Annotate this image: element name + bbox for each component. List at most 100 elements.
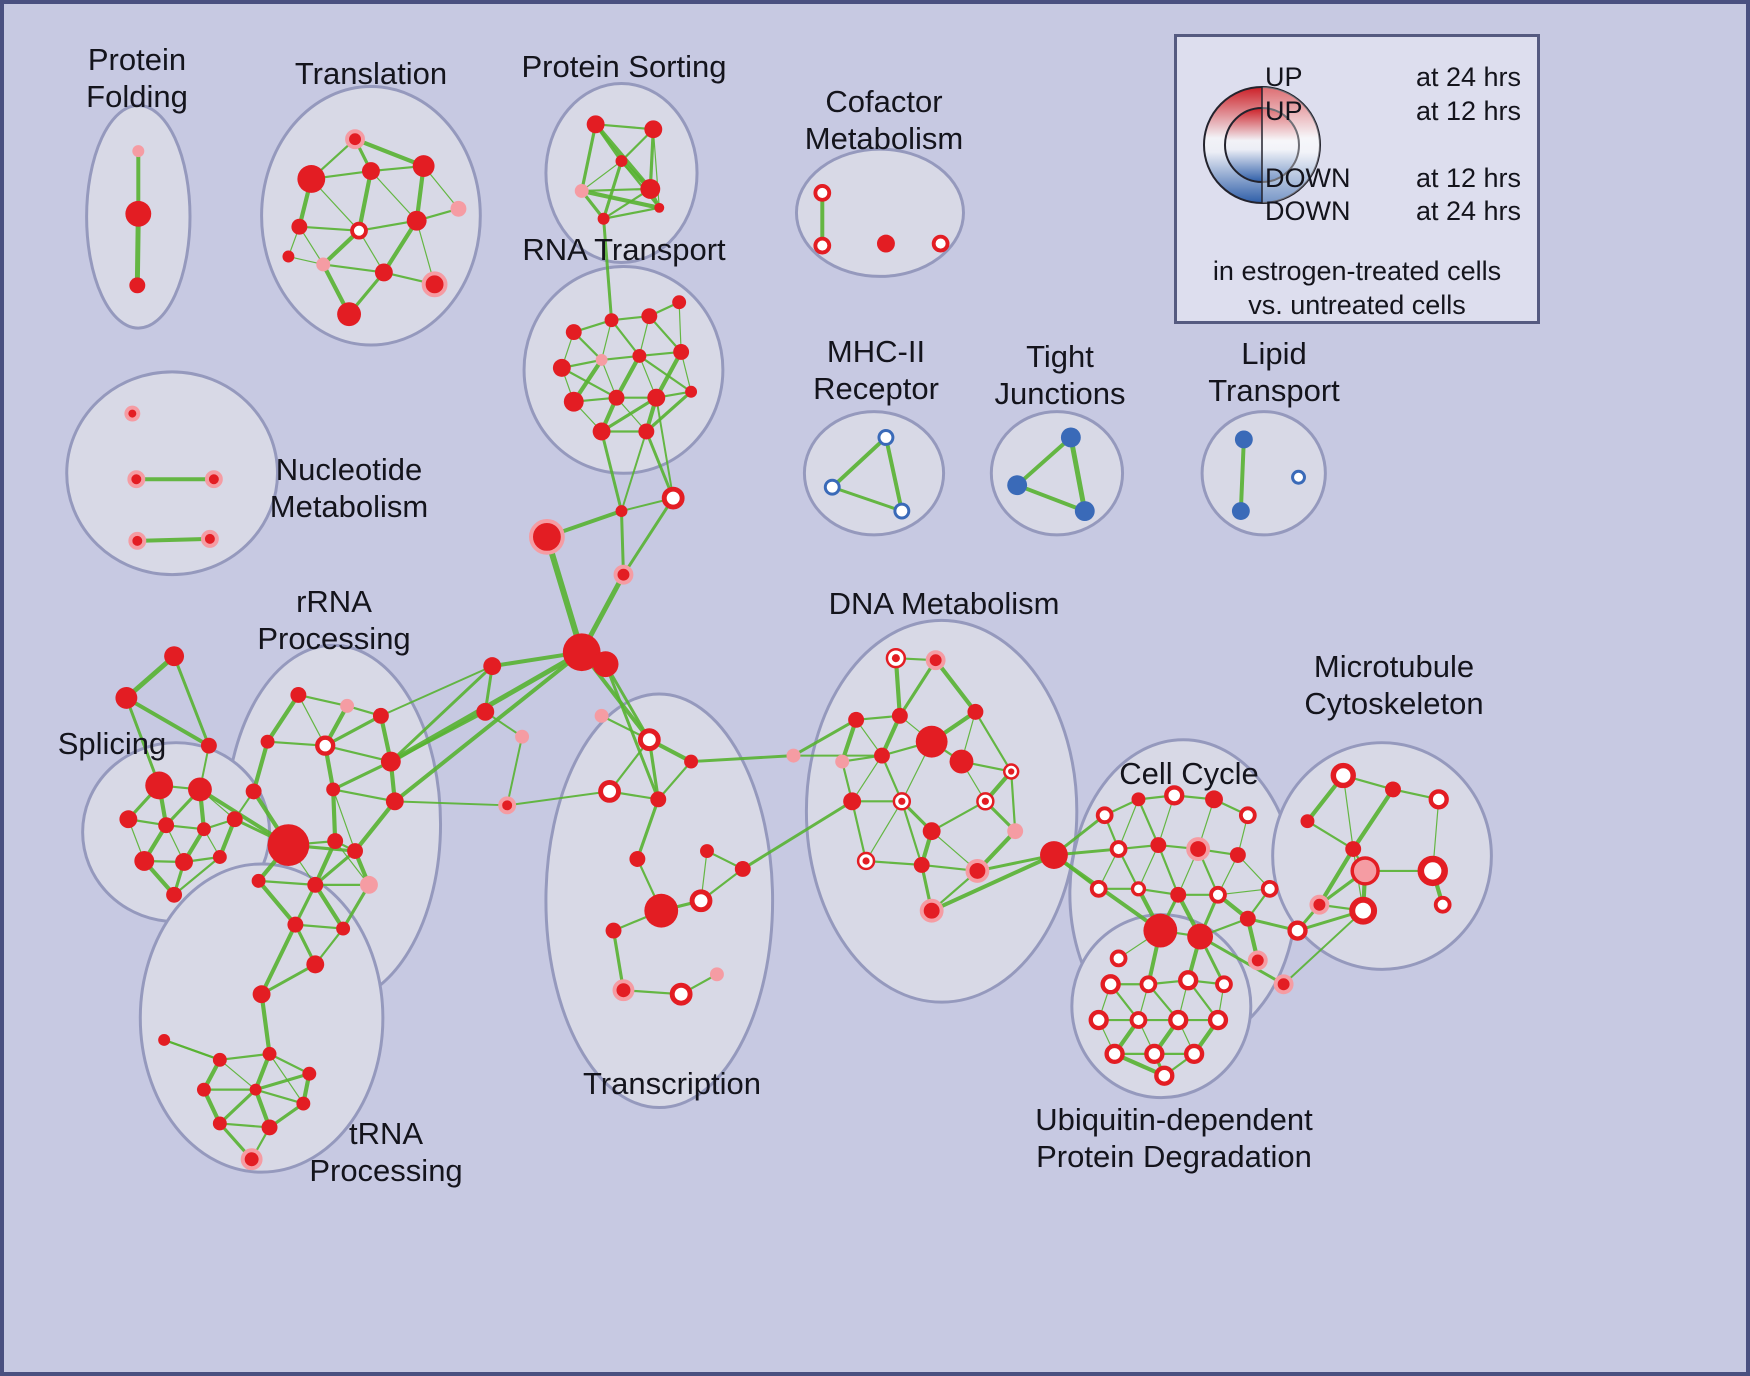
network-node-h4 [562, 633, 601, 672]
network-node-dot-d0 [891, 654, 900, 663]
network-node-cc6 [1109, 840, 1128, 858]
network-edge [648, 127, 655, 191]
network-node-r0 [565, 324, 582, 341]
network-node-cc1 [1095, 806, 1114, 825]
network-edge [610, 319, 641, 358]
network-edge [352, 799, 397, 854]
network-node-sp9 [166, 886, 183, 903]
network-node-mt0 [1330, 762, 1356, 789]
network-edge [297, 693, 349, 707]
network-edge [259, 922, 298, 997]
network-node-nm0 [124, 405, 141, 422]
network-node-r12 [592, 422, 611, 441]
network-node-u5 [1129, 1011, 1148, 1029]
network-node-sp7 [175, 853, 193, 871]
network-node-u7 [1207, 1009, 1229, 1031]
network-edge [678, 301, 682, 353]
cluster-ellipse-nucleotide [65, 370, 279, 577]
network-node-r4 [552, 358, 571, 377]
network-node-lp2 [1291, 469, 1306, 485]
network-node-d5 [835, 754, 850, 769]
network-edge [254, 1072, 311, 1092]
network-node-t9 [374, 263, 393, 282]
legend-row-down-12: DOWN at 12 hrs [1265, 163, 1521, 194]
network-node-h6 [483, 657, 502, 676]
legend-row-up-24: UP at 24 hrs [1265, 62, 1521, 93]
network-edge [830, 485, 904, 513]
network-node-r13 [638, 423, 655, 440]
network-edge [602, 217, 614, 322]
network-node-pf0 [132, 145, 145, 158]
network-edge [1137, 798, 1160, 847]
network-edge [218, 1052, 271, 1061]
network-edge [334, 840, 370, 886]
legend-row-up-12: UP at 12 hrs [1265, 96, 1521, 127]
network-node-tn3 [262, 1046, 277, 1061]
network-node-sp3 [158, 817, 175, 834]
network-node-t2 [362, 162, 380, 180]
network-edge [268, 1052, 311, 1075]
network-edge [602, 206, 661, 220]
network-node-ps3 [640, 178, 661, 199]
network-edge [883, 435, 904, 514]
network-node-d1 [925, 650, 946, 671]
network-edge [124, 696, 161, 787]
network-node-cc2 [1131, 792, 1146, 807]
network-edge [254, 1088, 305, 1105]
network-node-cc10 [1089, 879, 1108, 898]
network-edge [1198, 935, 1286, 986]
network-node-d8 [949, 749, 974, 774]
network-node-d4 [967, 703, 984, 720]
network-edge [172, 654, 211, 748]
network-node-tx9 [612, 979, 635, 1002]
legend-row-down-24: DOWN at 24 hrs [1265, 196, 1521, 227]
legend-footer-line2: vs. untreated cells [1248, 289, 1466, 320]
network-node-r3 [672, 295, 687, 310]
network-edge [594, 123, 655, 131]
network-node-cc4 [1205, 790, 1223, 809]
network-edge [173, 855, 221, 896]
network-node-d14 [1007, 823, 1024, 840]
network-node-cc18 [1109, 949, 1128, 968]
legend-direction-label: UP [1265, 96, 1303, 126]
network-edge [506, 735, 524, 807]
network-node-cc0 [1040, 841, 1068, 869]
network-node-tn8 [212, 1116, 227, 1131]
network-node-u2 [1178, 970, 1199, 991]
legend-right-half-overlay [1262, 87, 1320, 203]
network-node-rr1 [340, 698, 355, 713]
network-node-nm2 [204, 470, 223, 489]
network-node-mt9 [1433, 895, 1452, 914]
cluster-ellipse-protein-sorting [544, 82, 699, 264]
network-node-m0 [877, 429, 895, 446]
network-edge [1137, 844, 1159, 890]
network-edge [389, 664, 494, 764]
network-node-r2 [641, 308, 658, 325]
network-edge [830, 435, 888, 490]
network-edge [389, 710, 487, 764]
network-node-cf2 [876, 234, 895, 253]
network-edge [135, 536, 212, 543]
network-edge [1306, 820, 1355, 851]
network-node-cc19 [1247, 950, 1268, 971]
network-node-cn0 [786, 748, 801, 763]
network-edge [163, 1038, 221, 1061]
network-edge [381, 218, 419, 275]
network-node-tx3 [650, 791, 667, 808]
network-edge [218, 1088, 258, 1126]
legend-time-label: at 24 hrs [1415, 196, 1521, 226]
network-node-tx7 [605, 922, 622, 939]
network-node-h8 [515, 729, 530, 744]
network-edge [689, 754, 795, 764]
network-edge [657, 760, 693, 801]
network-edge [1317, 846, 1356, 907]
network-edge [604, 662, 651, 742]
network-node-r1 [604, 313, 619, 328]
network-node-sp1 [188, 777, 212, 802]
network-edge [1282, 909, 1365, 986]
cluster-ellipse-tight [989, 410, 1125, 537]
network-node-r6 [632, 348, 647, 363]
network-edge [1157, 843, 1180, 896]
network-node-rr9 [267, 824, 310, 866]
network-node-cf0 [813, 184, 832, 202]
